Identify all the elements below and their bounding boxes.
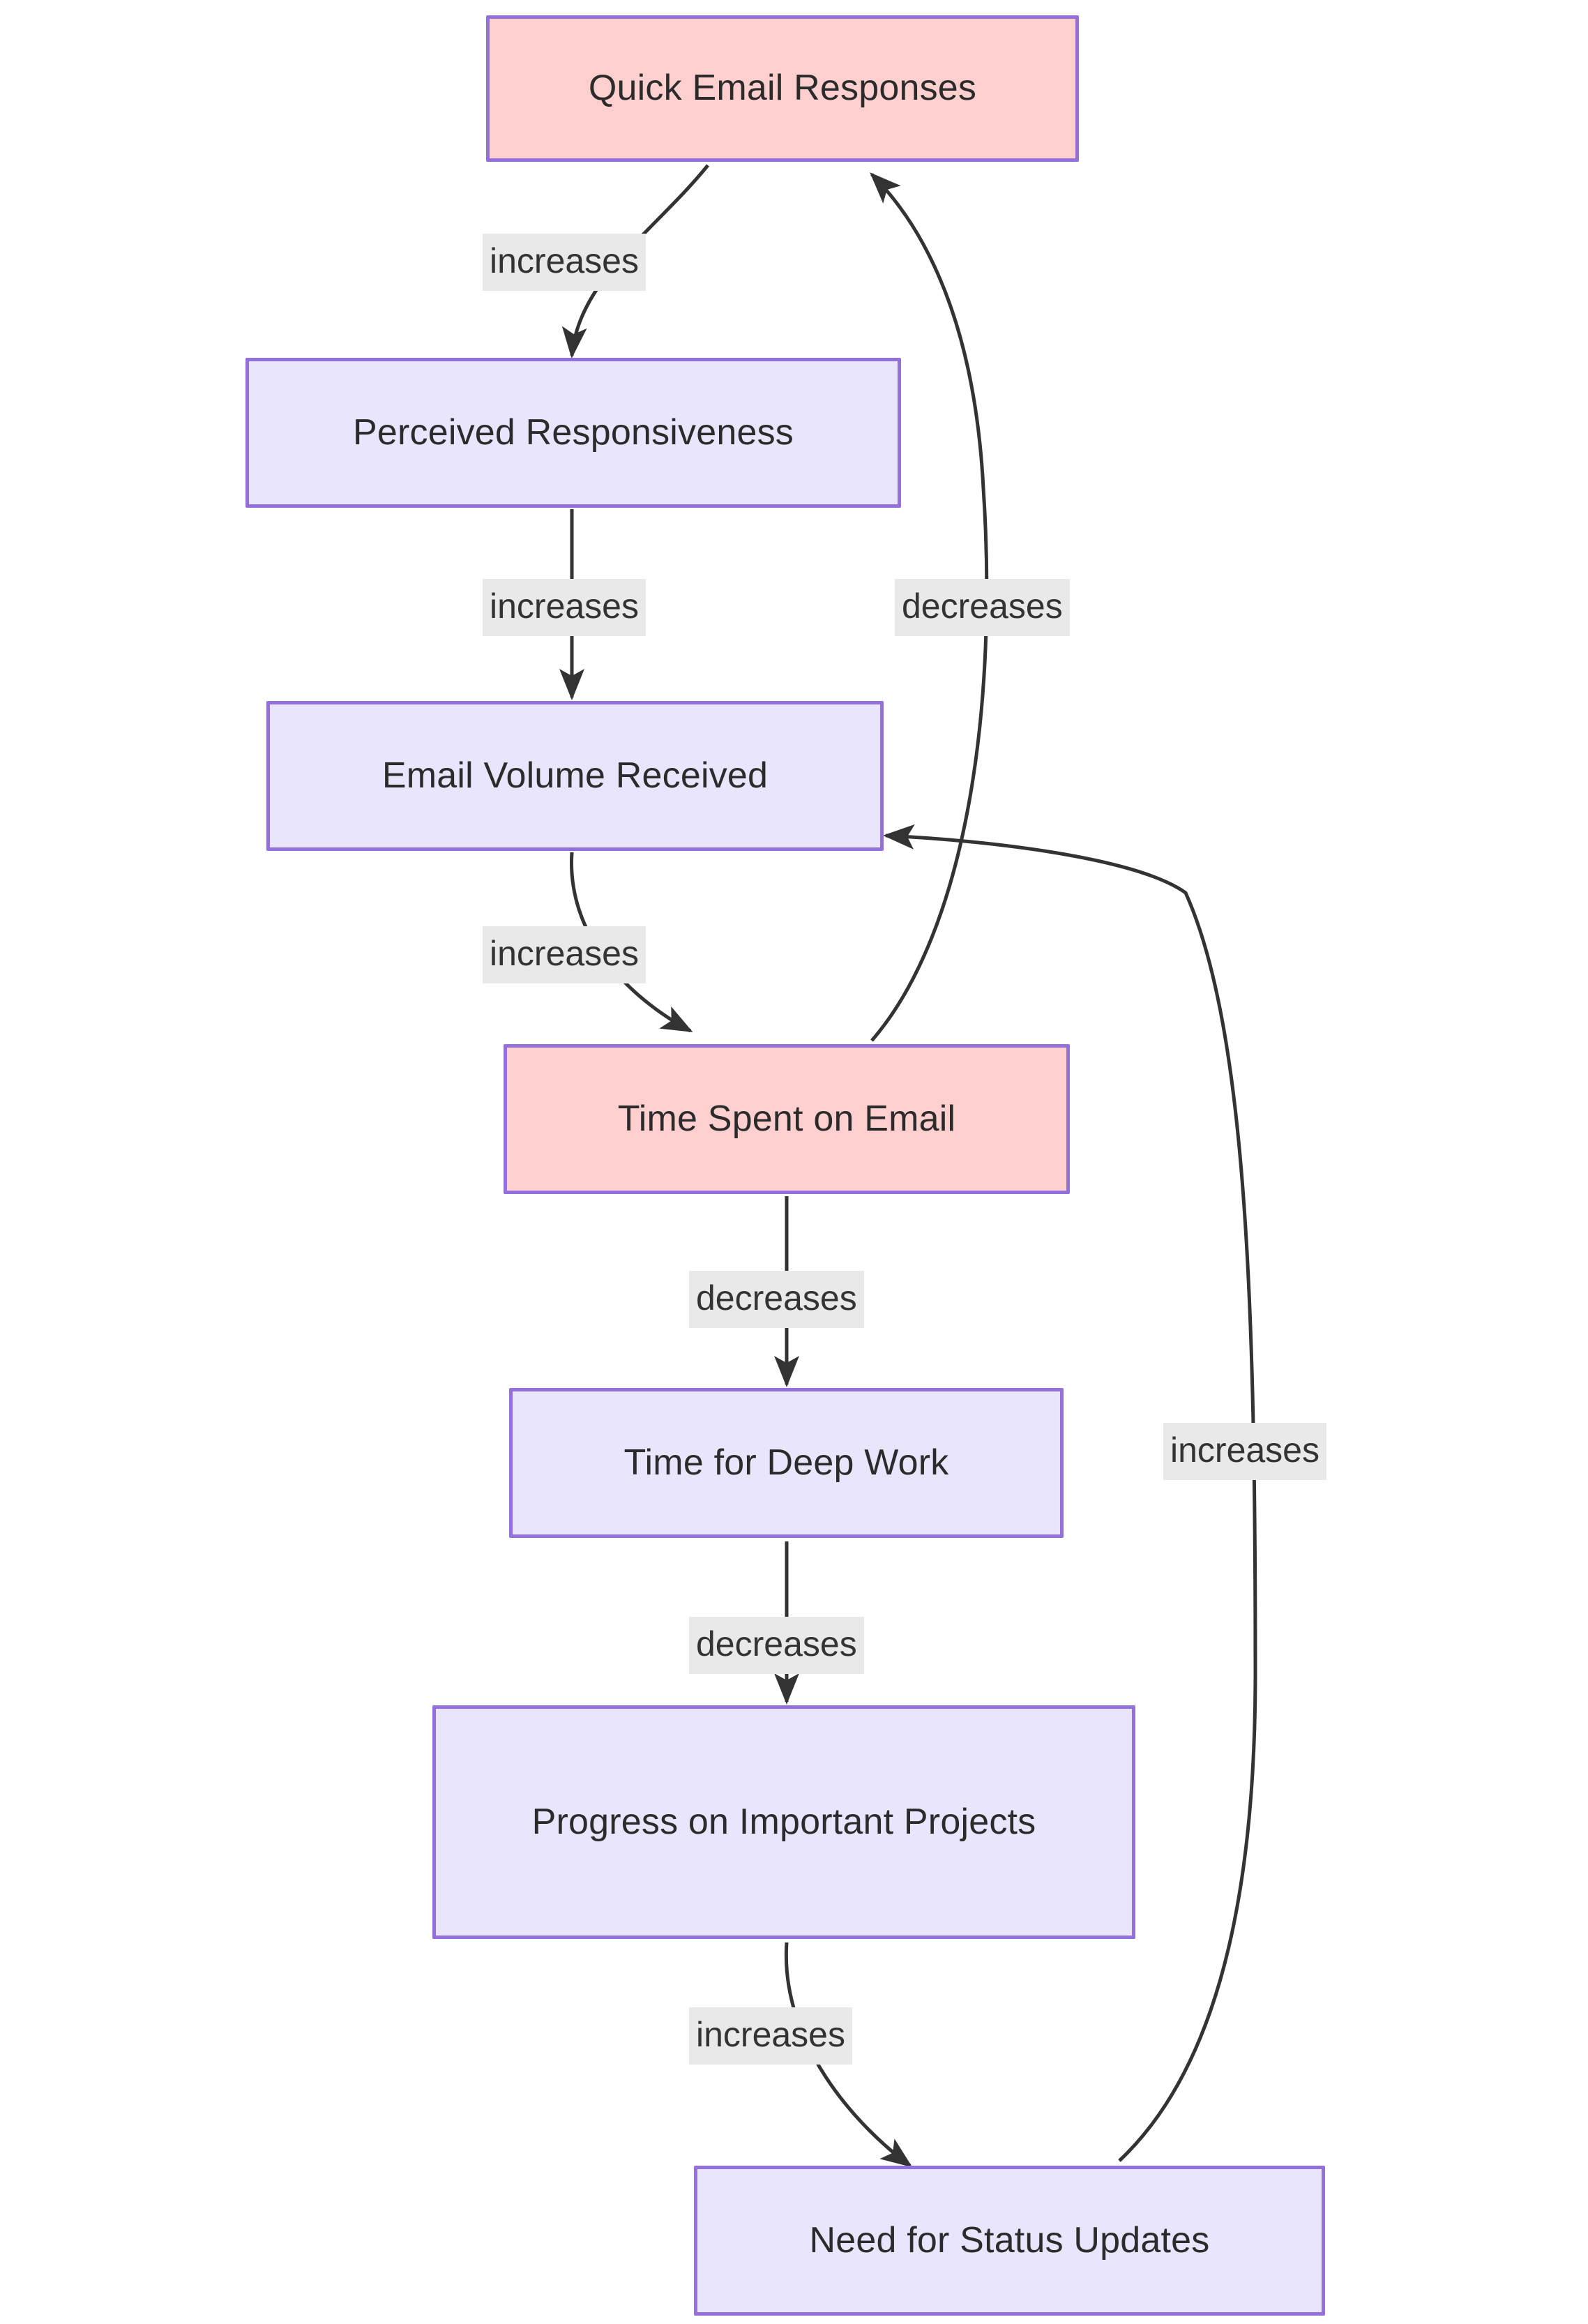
node-perceived-responsiveness[interactable]: Perceived Responsiveness <box>245 358 901 508</box>
node-label: Progress on Important Projects <box>531 1801 1036 1842</box>
node-progress-on-important-projects[interactable]: Progress on Important Projects <box>432 1705 1135 1939</box>
edge-label-timespent-to-quick: decreases <box>895 579 1070 636</box>
node-time-spent-on-email[interactable]: Time Spent on Email <box>504 1044 1070 1194</box>
node-email-volume-received[interactable]: Email Volume Received <box>266 701 884 851</box>
node-label: Perceived Responsiveness <box>352 412 794 453</box>
node-label: Need for Status Updates <box>809 2219 1210 2261</box>
node-label: Quick Email Responses <box>588 68 977 109</box>
node-time-for-deep-work[interactable]: Time for Deep Work <box>509 1388 1064 1538</box>
edge-label-status-to-volume: increases <box>1163 1423 1326 1480</box>
node-label: Email Volume Received <box>381 755 769 796</box>
edge-label-progress-to-status: increases <box>689 2007 852 2065</box>
node-quick-email-responses[interactable]: Quick Email Responses <box>486 15 1079 162</box>
node-label: Time Spent on Email <box>617 1098 956 1139</box>
edge-label-perceived-to-volume: increases <box>483 579 646 636</box>
edge-label-quick-to-perceived: increases <box>483 234 646 291</box>
node-need-for-status-updates[interactable]: Need for Status Updates <box>694 2166 1325 2316</box>
edge-label-timespent-to-deepwork: decreases <box>689 1271 864 1328</box>
node-label: Time for Deep Work <box>623 1442 949 1483</box>
edge-label-volume-to-timespent: increases <box>483 926 646 983</box>
edge-label-deepwork-to-progress: decreases <box>689 1617 864 1674</box>
